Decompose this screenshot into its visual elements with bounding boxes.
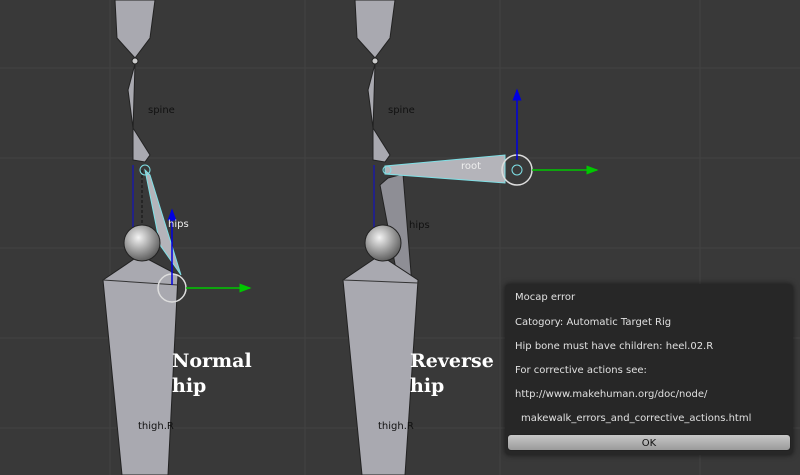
bone-label-spine: spine (388, 105, 415, 116)
bone-label-spine: spine (148, 105, 175, 116)
caption-normal-hip: Normal hip (172, 349, 252, 399)
spine-bone[interactable] (367, 63, 391, 163)
upper-bone[interactable] (354, 0, 396, 59)
dialog-link: makewalk_errors_and_corrective_actions.h… (521, 413, 752, 424)
bone-label-thigh: thigh.R (138, 421, 174, 432)
caption-line: hip (410, 375, 445, 397)
caption-line: Reverse (410, 350, 494, 372)
bone-label-root: root (461, 161, 482, 172)
bone-label-hips: hips (168, 219, 189, 230)
rig-reverse-hip[interactable] (342, 0, 599, 475)
dialog-link: http://www.makehuman.org/doc/node/ (515, 389, 708, 400)
caption-line: hip (172, 375, 207, 397)
thigh-bone[interactable] (342, 254, 419, 475)
caption-line: Normal (172, 350, 252, 372)
rig-normal-hip[interactable] (102, 0, 252, 475)
dialog-line: Hip bone must have children: heel.02.R (515, 341, 714, 352)
mocap-error-dialog: Mocap error Catogory: Automatic Target R… (505, 284, 793, 455)
thigh-bone[interactable] (102, 254, 179, 475)
spine-bone[interactable] (127, 63, 151, 163)
hip-joint-sphere (123, 224, 161, 262)
dialog-line: For corrective actions see: (515, 365, 647, 376)
dialog-line: Catogory: Automatic Target Rig (515, 317, 672, 328)
dialog-title: Mocap error (515, 292, 576, 303)
root-bone[interactable] (384, 154, 506, 184)
root-head-joint (382, 165, 392, 175)
ok-button[interactable]: OK (507, 434, 791, 451)
hips-head-joint (139, 164, 151, 176)
bone-label-thigh: thigh.R (378, 421, 414, 432)
upper-bone[interactable] (114, 0, 156, 59)
bone-label-hips: hips (409, 220, 430, 231)
caption-reverse-hip: Reverse hip (410, 349, 494, 399)
hip-joint-sphere (364, 224, 402, 262)
